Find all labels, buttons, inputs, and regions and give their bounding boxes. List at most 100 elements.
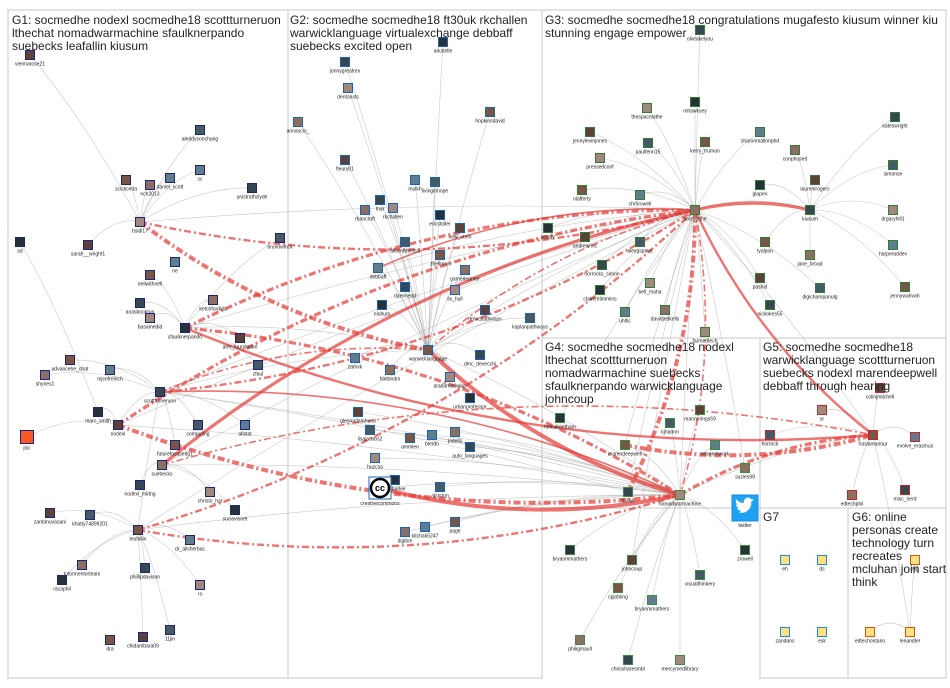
node-g7a[interactable]: eh: [780, 555, 790, 573]
node-annascio[interactable]: annascio_: [287, 117, 310, 135]
node-zfaul[interactable]: zfaul: [253, 360, 264, 378]
node-sharonmallonphd[interactable]: sharonmallonphd: [741, 127, 780, 145]
node-nluhum[interactable]: nluhum: [374, 300, 390, 318]
node-anasbooktun[interactable]: anasbooktun: [126, 298, 155, 316]
node-sarah_wright1[interactable]: sarah__wright1: [71, 240, 105, 258]
node-dr_alisherbac[interactable]: dr_alisherbac: [175, 535, 206, 553]
node-lisajacobs2[interactable]: lisajacobs2: [358, 425, 383, 443]
node-conphused[interactable]: conphused: [783, 145, 808, 163]
node-lenandler[interactable]: lenandler: [900, 627, 921, 645]
node-zrowell[interactable]: zrowell: [737, 545, 753, 563]
node-jonnygreatrex[interactable]: jonnygreatrex: [329, 57, 361, 75]
node-relsenetwork[interactable]: relsenetwork: [701, 440, 730, 458]
node-olivtakelyou[interactable]: olivtakelyou: [687, 25, 713, 43]
node-dentonsts[interactable]: dentonsts: [337, 83, 359, 101]
node-nlafferty[interactable]: nlafferty: [573, 185, 591, 203]
node-g7d[interactable]: esk: [817, 627, 827, 645]
node-nch2013[interactable]: nch2013: [140, 180, 160, 198]
node-11jin[interactable]: 11jin: [165, 625, 175, 643]
node-g7b[interactable]: ds: [817, 555, 827, 573]
node-futurefocusedg1[interactable]: futurefocusedg1: [157, 440, 193, 458]
node-debbaff[interactable]: debbaff: [370, 263, 387, 281]
node-ammlen[interactable]: ammlen: [401, 433, 419, 451]
node-nickokes55[interactable]: nickokes55: [757, 300, 783, 318]
node-jane_broad[interactable]: jane_broad: [796, 250, 823, 268]
node-suzies99[interactable]: suzies99: [735, 463, 755, 481]
node-digibm[interactable]: digibm: [398, 527, 413, 545]
node-johncoup[interactable]: johncoup: [621, 555, 643, 573]
node-mercymedlibrary[interactable]: mercymedlibrary: [662, 655, 699, 673]
node-ketchfordida[interactable]: ketchfordida: [199, 295, 227, 313]
node-kateswright[interactable]: kateswright: [882, 112, 908, 130]
node-davidjedkells[interactable]: davidjedkells: [651, 305, 680, 323]
node-jennylevinjones[interactable]: jennylevinjones: [572, 127, 608, 145]
node-edtechphil[interactable]: edtechphil: [841, 490, 864, 508]
node-lis_hull[interactable]: lis_hull: [447, 285, 463, 303]
node-sfaulknerpando[interactable]: sfaulknerpando: [168, 323, 202, 341]
node-drrwcpathways[interactable]: drrwcpathways: [468, 305, 502, 323]
node-nodexl_mktng[interactable]: nodexl_mktng: [124, 480, 156, 498]
node-hlntondm[interactable]: hlntondm: [380, 365, 401, 383]
node-advancehe_chat[interactable]: advancehe_chat: [52, 355, 89, 373]
node-pashid[interactable]: pashid: [753, 273, 768, 291]
node-aflstat[interactable]: aflstat: [238, 420, 252, 438]
node-page[interactable]: page: [449, 517, 461, 535]
node-aliscnahertca[interactable]: aliscnahertca: [390, 237, 420, 255]
node-chidambara09[interactable]: chidambara09: [127, 632, 159, 650]
node-ft30uk[interactable]: ft30uk: [621, 487, 635, 505]
node-rkchallen[interactable]: rkchallen: [383, 203, 403, 221]
node-kjhadon[interactable]: kjhadon: [661, 418, 679, 436]
node-scottturneruon[interactable]: scottturneruon: [144, 387, 176, 405]
node-scisticeda[interactable]: scisticeda: [115, 175, 137, 193]
node-livinginhope[interactable]: livinginhope: [422, 177, 449, 195]
node-bryanmmathers2[interactable]: bryanmmathers: [635, 595, 670, 613]
node-mannerings59[interactable]: mannerings59: [684, 405, 716, 423]
node-helenbeetham[interactable]: helenbeetham: [544, 413, 576, 431]
node-viennarose21[interactable]: viennarose21: [15, 50, 45, 68]
node-zantanuvasani[interactable]: zantanuvasani: [34, 508, 66, 526]
node-leafallin[interactable]: leafallin: [130, 525, 147, 543]
node-socmedhe[interactable]: socmedhe: [683, 205, 707, 223]
node-arkstelle[interactable]: arkstelle: [434, 37, 453, 55]
node-chrissharesmbl[interactable]: chrissharesmbl: [611, 655, 645, 673]
node-brunowinck[interactable]: brunowinck: [267, 233, 293, 251]
node-amr_foundation[interactable]: amr_foundation: [223, 333, 258, 351]
node-clairemtimmins[interactable]: clairemtimmins: [583, 285, 617, 303]
node-philigmaull[interactable]: philigmaull: [568, 635, 592, 653]
node-huzcsa[interactable]: huzcsa: [367, 453, 383, 471]
node-chr5rowell[interactable]: chr5rowell: [629, 190, 652, 208]
node-bell_maha[interactable]: bell_maha: [638, 278, 662, 296]
node-kerry_truman[interactable]: kerry_truman: [690, 137, 720, 155]
node-marc_smith[interactable]: marc_smith: [85, 407, 111, 425]
node-tutormentorteam[interactable]: tutormentorteam: [64, 560, 101, 578]
node-simonse[interactable]: simonse: [884, 160, 903, 178]
node-bryanmmathers[interactable]: bryanmmathers: [553, 545, 588, 563]
node-basamedid[interactable]: basamedid: [138, 313, 163, 331]
node-horrocks_simon[interactable]: horrocks_simon: [584, 260, 620, 278]
node-cpjobling[interactable]: cpjobling: [608, 583, 628, 601]
node-g6a[interactable]: mg: [910, 555, 920, 573]
node-jodells[interactable]: jodells: [447, 427, 463, 445]
node-mulkh[interactable]: mulkh: [408, 175, 422, 193]
node-laurenlrogers[interactable]: laurenlrogers: [800, 175, 830, 193]
node-urbanprofessor[interactable]: urbanprofessor: [453, 393, 487, 411]
node-suebecks[interactable]: suebecks: [151, 460, 173, 478]
node-gamerlearner[interactable]: gamerlearner: [450, 265, 480, 283]
node-zamvk[interactable]: zamvk: [348, 353, 363, 371]
node-evolve_erasmus[interactable]: evolve_erasmus: [897, 432, 934, 450]
node-alexgspiers[interactable]: alexgspiers: [627, 237, 653, 255]
node-fleury01[interactable]: fleury01: [336, 155, 354, 173]
node-rbancroft[interactable]: rbancroft: [355, 205, 375, 223]
node-farmedtech[interactable]: farmedtech: [692, 327, 718, 345]
node-uhltic[interactable]: uhltic: [619, 307, 631, 325]
node-tnar[interactable]: tnar: [375, 195, 385, 213]
node-ericstoller[interactable]: ericstoller: [429, 210, 451, 228]
node-computing[interactable]: computing: [186, 420, 210, 438]
node-nomadwarmachine[interactable]: nomadwarmachine: [659, 490, 701, 508]
node-pressedconf[interactable]: pressedconf: [586, 153, 614, 171]
node-edtechontario[interactable]: edtechontario: [855, 627, 886, 645]
node-misc_nerd[interactable]: misc_nerd: [893, 485, 917, 503]
node-racaphil[interactable]: racaphil: [53, 575, 71, 593]
node-afststrm[interactable]: afststrm: [431, 482, 449, 500]
